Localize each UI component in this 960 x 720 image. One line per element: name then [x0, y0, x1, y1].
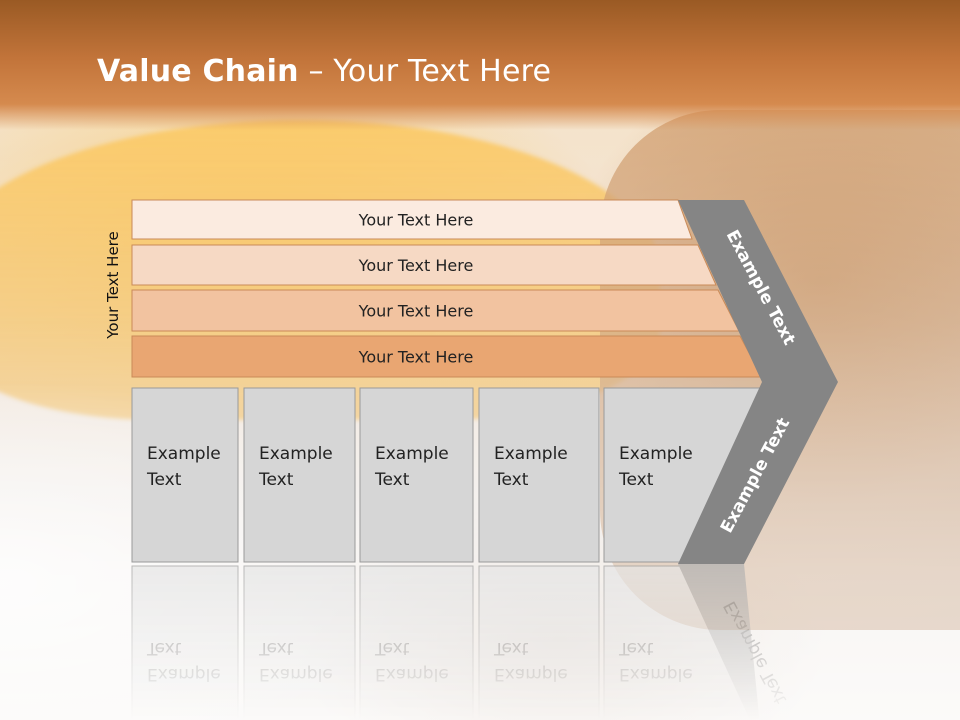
column-4-line2: Text	[493, 470, 529, 490]
column-4-line1-reflection: Example	[494, 664, 568, 684]
column-2-line2-reflection: Text	[258, 638, 294, 658]
column-1-line2-reflection: Text	[146, 638, 182, 658]
column-2	[243, 387, 356, 563]
band-2	[131, 244, 717, 286]
column-3-line2-reflection: Text	[374, 638, 410, 658]
title-bold: Value Chain	[97, 54, 299, 89]
column-1-line2: Text	[146, 470, 182, 490]
column-3	[359, 387, 474, 563]
column-4-line1: Example	[494, 444, 568, 464]
column-3-reflection	[359, 565, 474, 720]
title-bar	[0, 0, 960, 130]
band-3-label: Your Text Here	[358, 302, 474, 321]
column-2-line2: Text	[258, 470, 294, 490]
column-1-reflection	[131, 565, 239, 720]
band-1-label: Your Text Here	[358, 211, 474, 230]
title-rest: – Your Text Here	[298, 54, 552, 89]
band-1	[131, 199, 693, 240]
column-2-reflection	[243, 565, 356, 720]
band-4-label: Your Text Here	[358, 348, 474, 367]
column-3-line1-reflection: Example	[375, 664, 449, 684]
band-2-label: Your Text Here	[358, 256, 474, 275]
column-5-line1-reflection: Example	[619, 664, 693, 684]
column-4-line2-reflection: Text	[493, 638, 529, 658]
column-1-line1-reflection: Example	[147, 664, 221, 684]
column-3-line1: Example	[375, 444, 449, 464]
chevron-reflection	[678, 564, 760, 720]
slide-title: Value Chain – Your Text Here	[97, 54, 551, 89]
column-1-line1: Example	[147, 444, 221, 464]
column-2-line1: Example	[259, 444, 333, 464]
chevron-arrow	[678, 200, 838, 564]
column-2-line1-reflection: Example	[259, 664, 333, 684]
column-3-line2: Text	[374, 470, 410, 490]
column-4	[478, 387, 600, 563]
column-1	[131, 387, 239, 563]
column-4-reflection	[478, 565, 600, 720]
column-5-line1: Example	[619, 444, 693, 464]
column-5-line2: Text	[618, 470, 654, 490]
column-5-line2-reflection: Text	[618, 638, 654, 658]
